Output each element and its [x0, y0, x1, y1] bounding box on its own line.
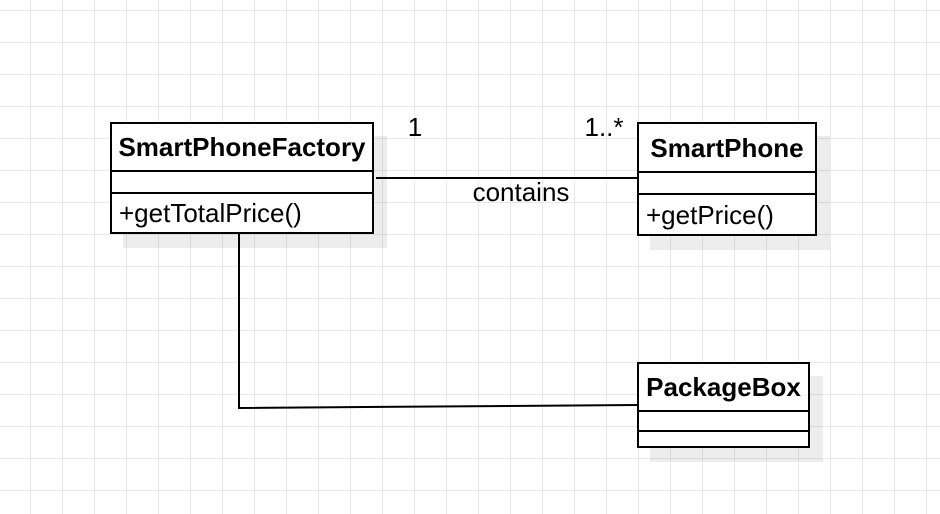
class-attributes-compartment — [112, 172, 372, 194]
class-method: +getTotalPrice() — [119, 198, 302, 228]
class-title: PackageBox — [639, 364, 808, 412]
multiplicity-source[interactable]: 1 — [407, 112, 423, 142]
multiplicity-target[interactable]: 1..* — [584, 112, 624, 142]
class-smartphone[interactable]: SmartPhone +getPrice() — [637, 122, 817, 236]
association-label[interactable]: contains — [472, 177, 570, 207]
class-smartphonefactory[interactable]: SmartPhoneFactory +getTotalPrice() — [110, 122, 374, 234]
class-method: +getPrice() — [646, 199, 774, 230]
class-title: SmartPhoneFactory — [112, 124, 372, 172]
class-title: SmartPhone — [639, 124, 815, 173]
class-methods-compartment — [639, 432, 808, 446]
association-factory-packagebox-line[interactable] — [238, 234, 638, 410]
class-attributes-compartment — [639, 412, 808, 432]
class-attributes-compartment — [639, 173, 815, 195]
class-packagebox[interactable]: PackageBox — [637, 362, 810, 448]
